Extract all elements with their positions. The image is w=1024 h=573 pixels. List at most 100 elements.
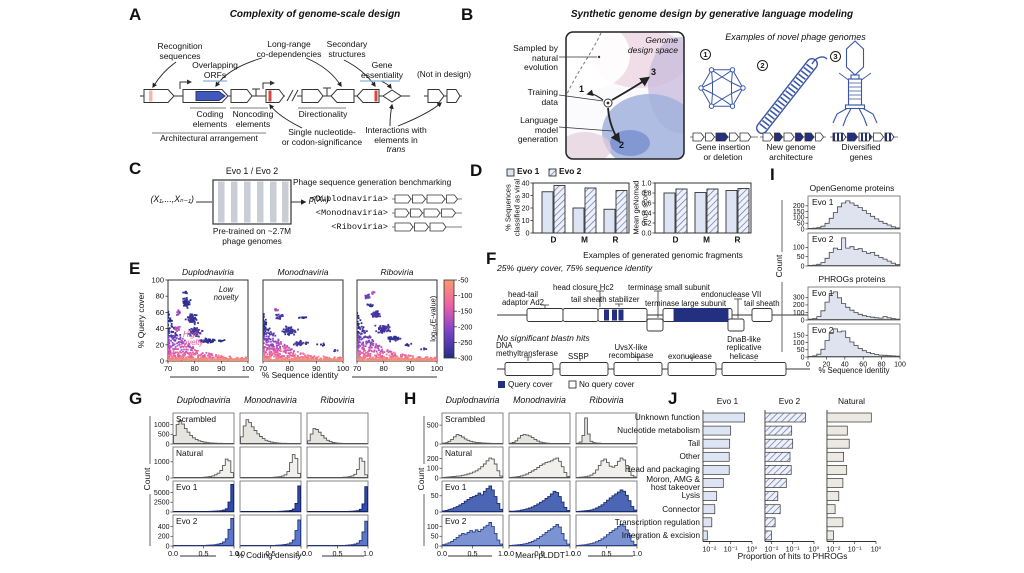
row-label: Evo 2 <box>176 515 198 526</box>
shape <box>176 360 179 361</box>
shape <box>416 358 419 360</box>
shape <box>176 311 179 314</box>
shape <box>334 359 337 361</box>
shape <box>365 336 368 338</box>
shape <box>278 356 280 358</box>
query-cover-legend-swatch <box>498 381 505 388</box>
shape <box>198 328 200 331</box>
shape <box>373 350 375 353</box>
shape <box>241 358 244 360</box>
tick-label: 0.6 <box>642 198 652 207</box>
shape <box>186 298 188 301</box>
bar-evo2 <box>737 188 750 234</box>
shape <box>177 313 180 316</box>
shape <box>169 354 172 357</box>
shape <box>302 341 305 344</box>
shape <box>295 358 298 360</box>
column-title: Monodnaviria <box>513 395 566 405</box>
shape <box>273 345 276 348</box>
shape <box>276 309 279 312</box>
shape <box>300 356 303 358</box>
axis-label: Count <box>142 467 152 490</box>
bar <box>826 530 834 541</box>
bar-evo1 <box>572 207 585 234</box>
shape <box>298 359 301 361</box>
series-header: Evo 1 <box>716 396 739 406</box>
shape <box>277 340 279 343</box>
tick-label: 80 <box>285 364 293 373</box>
tick-label: 40 <box>156 324 164 333</box>
bar <box>826 412 872 423</box>
shape <box>265 335 268 338</box>
shape <box>267 340 270 343</box>
shape <box>213 339 216 342</box>
shape <box>361 342 364 345</box>
category-label: Lysis <box>681 491 700 501</box>
shape <box>286 328 288 331</box>
circled-number-3: 3 <box>830 51 841 62</box>
shape <box>263 319 264 321</box>
gene-arrow <box>692 132 705 142</box>
shape <box>272 337 274 340</box>
shape <box>206 339 208 342</box>
tick-label: 10⁻² <box>764 547 778 554</box>
shape <box>371 292 373 294</box>
shape <box>308 359 311 361</box>
shape <box>228 355 231 358</box>
tick-label: 1.0 <box>296 549 306 558</box>
shape <box>275 313 278 316</box>
column-title: Duplodnaviria <box>445 395 500 405</box>
shape <box>803 66 812 74</box>
trans-line2b: trans <box>386 144 406 154</box>
shape <box>369 349 371 351</box>
shape <box>311 356 314 359</box>
panel-letter-i: I <box>770 165 775 184</box>
shape <box>263 346 266 349</box>
row-label: Evo 2 <box>445 515 467 526</box>
shape <box>278 359 281 361</box>
shape <box>365 294 368 297</box>
shape <box>275 351 278 354</box>
shape <box>171 357 173 359</box>
shape <box>176 358 178 360</box>
shape <box>178 311 180 313</box>
shape <box>287 349 290 352</box>
shape <box>369 344 372 347</box>
shape <box>175 333 178 336</box>
shape <box>220 339 223 342</box>
shape <box>288 329 291 332</box>
tick-label: 40 <box>841 362 849 369</box>
low-novelty-annotation: Low novelty <box>213 285 239 303</box>
shape <box>174 326 177 329</box>
shape <box>263 352 264 355</box>
shape <box>181 345 183 348</box>
shape <box>217 359 220 361</box>
panel-b-title: Synthetic genome design by generative la… <box>570 9 854 20</box>
histogram-series <box>576 489 637 512</box>
shape <box>201 352 204 354</box>
shape <box>393 338 396 341</box>
tick-label: 30 <box>522 191 530 200</box>
i-group-title-2: PHROGs proteins <box>818 274 886 284</box>
shape <box>205 340 208 343</box>
histogram-series <box>576 417 637 444</box>
shape <box>361 346 364 349</box>
shape <box>379 327 382 329</box>
shape <box>388 336 391 339</box>
tick-label: 0.5 <box>333 549 343 558</box>
shape <box>245 357 248 359</box>
shape <box>387 328 390 330</box>
shape <box>291 329 294 331</box>
tick-label: 100 <box>427 524 439 531</box>
shape <box>188 354 191 356</box>
shape <box>313 358 315 361</box>
scatter-points <box>263 308 343 361</box>
sampled-by-natural-evolution-label: Sampled by natural evolution <box>513 43 558 72</box>
shape <box>183 354 186 357</box>
shape <box>369 356 371 359</box>
gene-arrow <box>873 132 884 142</box>
histogram-series <box>808 200 900 229</box>
e-subplot-title-1: Duplodnaviria <box>182 267 234 277</box>
shape <box>759 123 768 130</box>
shape <box>268 358 270 360</box>
